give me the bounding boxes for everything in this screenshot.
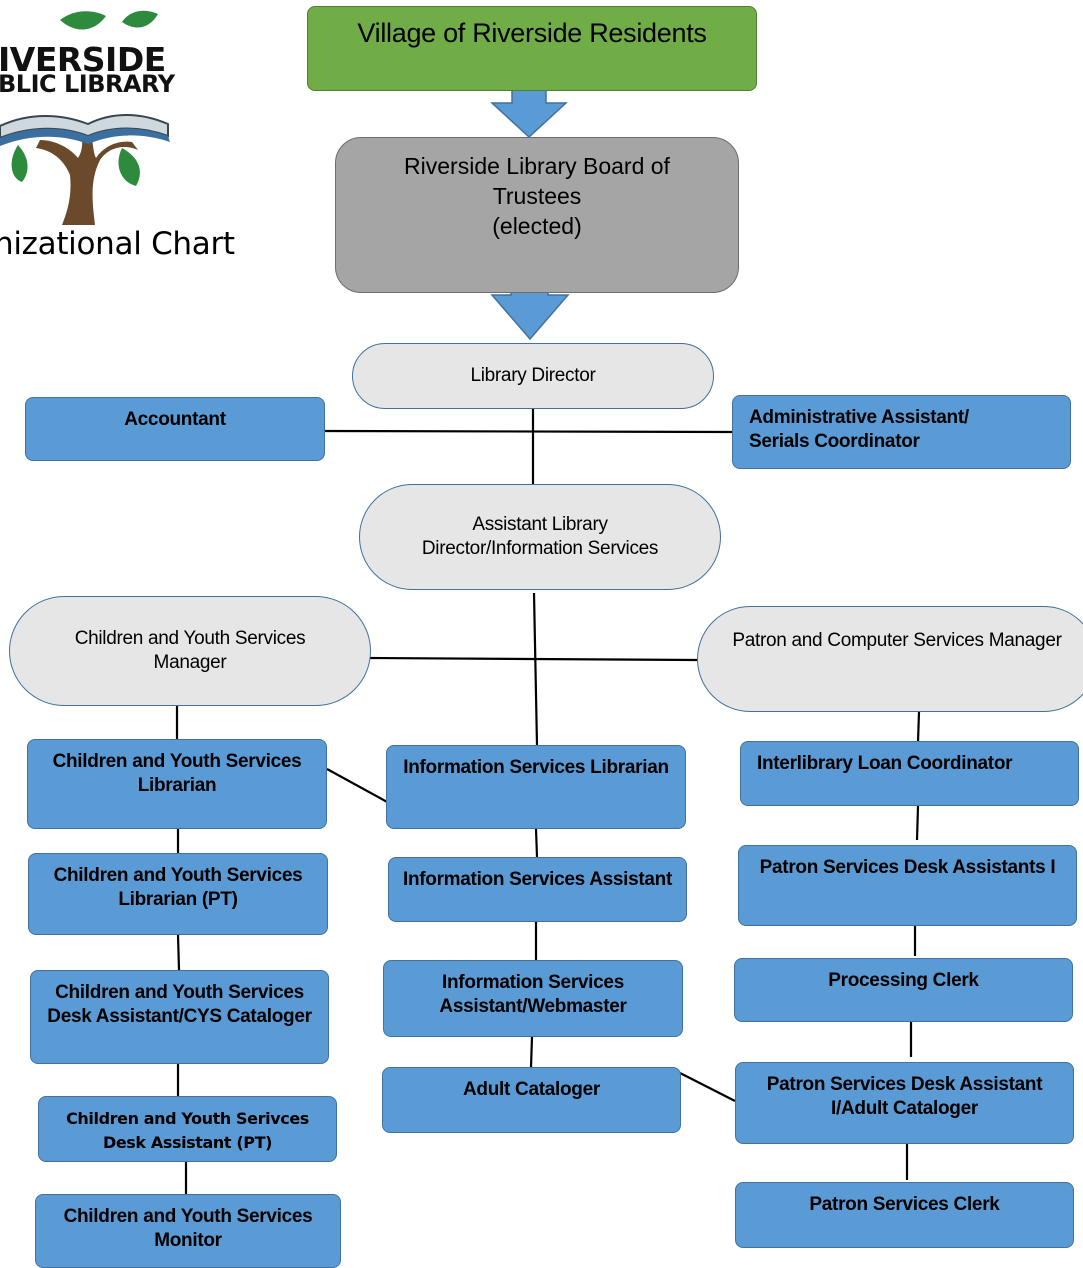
logo-book-cover (0, 128, 170, 146)
node-ill-coordinator: Interlibrary Loan Coordinator (740, 741, 1079, 806)
node-cys-manager: Children and Youth Services Manager (9, 596, 371, 706)
line-cys-lib-to-is-lib (326, 768, 390, 804)
node-patron-manager: Patron and Computer Services Manager (697, 606, 1083, 712)
node-cys-desk-cataloger-label: Children and Youth Services Desk Assista… (47, 982, 312, 1027)
logo-tree-trunk (36, 128, 138, 225)
node-cys-monitor: Children and Youth Services Monitor (35, 1194, 341, 1268)
logo-leaf (122, 10, 158, 28)
node-ill-coordinator-label: Interlibrary Loan Coordinator (757, 753, 1013, 774)
node-accountant: Accountant (25, 397, 325, 461)
node-is-assistant: Information Services Assistant (388, 857, 687, 922)
line-managers (369, 656, 698, 662)
line-is-1-2 (534, 828, 539, 858)
node-director: Library Director (352, 343, 714, 409)
node-cys-desk-pt: Children and Youth Serivces Desk Assista… (38, 1096, 337, 1162)
node-director-label: Library Director (470, 365, 596, 386)
line-accountant-admin (323, 429, 734, 434)
node-assistant-director: Assistant Library Director/Information S… (359, 484, 721, 590)
line-asstdir-down (532, 592, 539, 746)
node-processing-clerk-label: Processing Clerk (828, 970, 979, 991)
node-patron-desk-adult: Patron Services Desk Assistant I/Adult C… (735, 1062, 1074, 1144)
logo-leaf (60, 11, 106, 30)
node-residents: Village of Riverside Residents (307, 6, 757, 91)
node-admin-assistant: Administrative Assistant/ Serials Coordi… (732, 395, 1071, 469)
node-patron-manager-label: Patron and Computer Services Manager (732, 630, 1062, 651)
logo-text-line1: IVERSIDE (0, 40, 166, 79)
line-adult-to-patron (679, 1072, 736, 1102)
chart-title: nizational Chart (0, 226, 235, 262)
node-board: Riverside Library Board of Trustees (ele… (335, 137, 739, 293)
line-patron-mgr-down (916, 711, 921, 743)
node-is-assistant-label: Information Services Assistant (402, 869, 673, 890)
node-cys-librarian: Children and Youth Services Librarian (27, 739, 327, 829)
node-accountant-label: Accountant (124, 409, 226, 430)
line-cys-2-3 (176, 934, 181, 971)
node-patron-desk-adult-label: Patron Services Desk Assistant I/Adult C… (766, 1074, 1043, 1119)
node-adult-cataloger-label: Adult Cataloger (463, 1079, 600, 1100)
node-cys-desk-cataloger: Children and Youth Services Desk Assista… (30, 970, 329, 1064)
node-processing-clerk: Processing Clerk (734, 958, 1073, 1022)
node-cys-librarian-pt-label: Children and Youth Services Librarian (P… (53, 865, 303, 910)
node-board-label: Riverside Library Board of Trustees (ele… (404, 153, 670, 239)
node-cys-librarian-label: Children and Youth Services Librarian (52, 751, 302, 796)
node-admin-assistant-label: Administrative Assistant/ Serials Coordi… (749, 407, 969, 452)
node-patron-clerk-label: Patron Services Clerk (809, 1194, 1000, 1215)
logo-leaf (11, 145, 28, 182)
node-is-librarian-label: Information Services Librarian (403, 757, 669, 778)
node-cys-monitor-label: Children and Youth Services Monitor (63, 1206, 313, 1251)
node-patron-desk-1: Patron Services Desk Assistants I (738, 845, 1077, 926)
node-is-webmaster: Information Services Assistant/Webmaster (383, 960, 683, 1037)
logo-leaf (118, 148, 140, 186)
node-cys-desk-pt-label: Children and Youth Serivces Desk Assista… (66, 1109, 309, 1152)
node-patron-clerk: Patron Services Clerk (735, 1182, 1074, 1248)
node-cys-librarian-pt: Children and Youth Services Librarian (P… (28, 853, 328, 935)
node-patron-desk-1-label: Patron Services Desk Assistants I (759, 857, 1056, 878)
library-logo (0, 10, 170, 225)
node-cys-manager-label: Children and Youth Services Manager (74, 628, 306, 673)
node-assistant-director-label: Assistant Library Director/Information S… (421, 514, 659, 559)
node-adult-cataloger: Adult Cataloger (382, 1067, 681, 1133)
line-is-3-4 (529, 1036, 534, 1068)
logo-text-line2: BLIC LIBRARY (0, 70, 175, 98)
node-is-webmaster-label: Information Services Assistant/Webmaster (439, 972, 627, 1017)
node-is-librarian: Information Services Librarian (386, 745, 686, 829)
node-residents-label: Village of Riverside Residents (357, 18, 707, 48)
line-patron-1-2 (915, 805, 920, 841)
